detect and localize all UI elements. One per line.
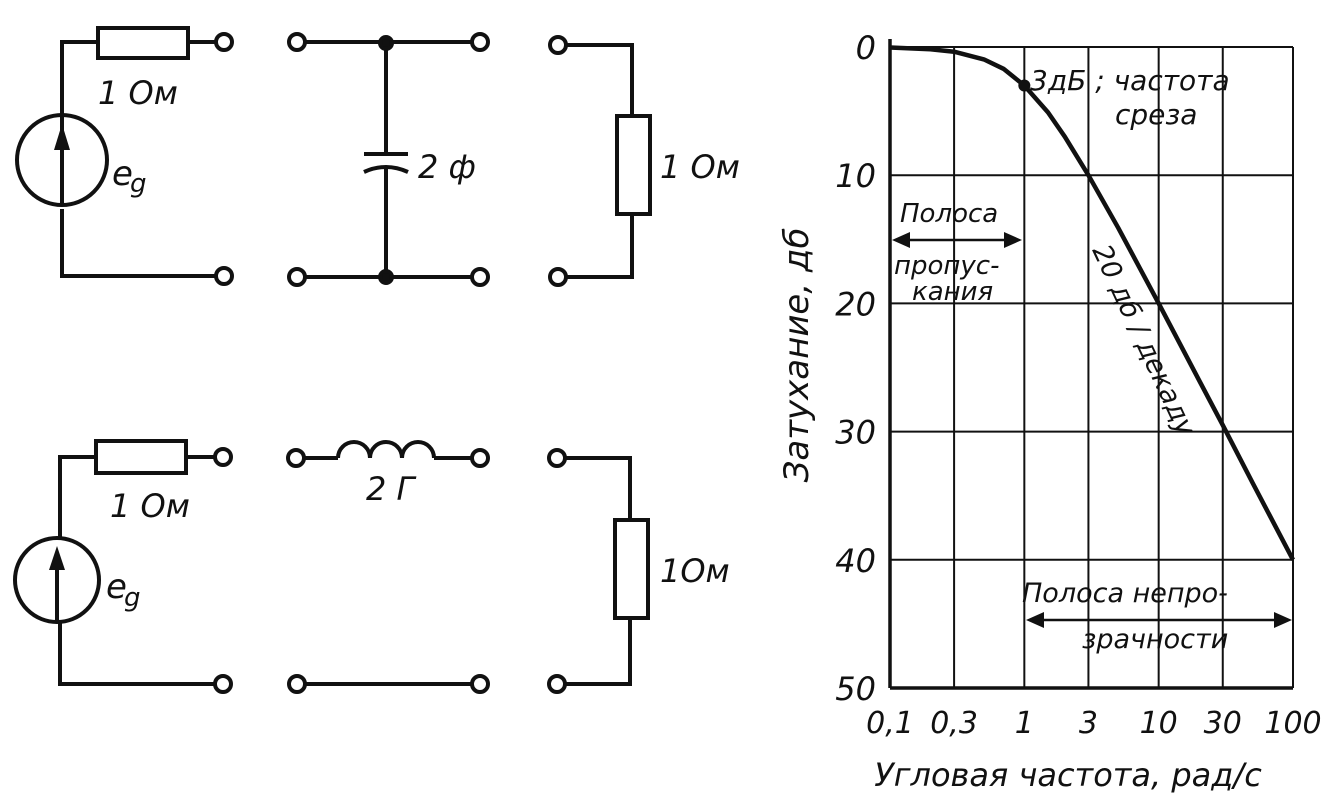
- wire: [58, 455, 96, 540]
- x-tick-label: 30: [1204, 706, 1242, 741]
- wire: [60, 40, 98, 143]
- source-symbol: [13, 536, 101, 624]
- terminal: [470, 32, 490, 52]
- load-resistor-symbol: [613, 518, 650, 620]
- terminal: [287, 32, 307, 52]
- attenuation-chart: 0,1 0,3 1 3 10 30 100 0 10 20 30 40 50 3дБ ; частот…: [777, 29, 1322, 794]
- source-label: e: [112, 154, 133, 194]
- passband-label-line2: пропус-: [894, 251, 999, 281]
- chart-annotations: [892, 232, 1292, 628]
- terminal: [547, 674, 567, 694]
- load-resistor-symbol: [615, 114, 652, 216]
- cutoff-annotation-line2: среза: [1115, 98, 1197, 131]
- x-tick-label: 0,1: [866, 706, 914, 741]
- load-resistor-label: 1 Ом: [660, 148, 740, 186]
- terminal: [213, 674, 233, 694]
- y-tick-label: 0: [856, 29, 876, 67]
- wire: [566, 618, 632, 686]
- source-arrow-head: [54, 124, 70, 150]
- terminal: [287, 267, 307, 287]
- terminal: [548, 267, 568, 287]
- inductor-coil: [336, 440, 436, 459]
- source-subscript: g: [124, 583, 141, 613]
- wire: [58, 622, 223, 686]
- circuit-top-labels: 1 Ом e g 2 ф 1 Ом: [98, 74, 740, 199]
- stopband-label-line2: зрачности: [1082, 624, 1228, 655]
- x-tick-label: 1: [1015, 706, 1034, 741]
- series-resistor-label: 1 Ом: [98, 74, 178, 112]
- y-tick-label: 20: [835, 285, 876, 323]
- y-axis-title: Затухание, дб: [777, 228, 817, 483]
- terminal: [548, 35, 568, 55]
- load-resistor-label: 1Ом: [660, 552, 730, 590]
- stopband-label-line1: Полоса непро-: [1022, 578, 1228, 609]
- y-tick-labels: 0 10 20 30 40 50: [835, 29, 876, 708]
- junction-dot: [378, 269, 394, 285]
- x-tick-labels: 0,1 0,3 1 3 10 30 100: [866, 706, 1321, 741]
- y-tick-label: 30: [835, 414, 876, 452]
- junction-dot: [378, 35, 394, 51]
- terminal: [287, 674, 307, 694]
- circuit-bottom-labels: 1 Ом e g 2 Г 1Ом: [106, 470, 730, 613]
- passband-arrowhead-left: [892, 232, 910, 248]
- chart-grid: [889, 46, 1294, 689]
- cutoff-point-marker: [1018, 79, 1031, 92]
- x-tick-label: 100: [1264, 706, 1321, 741]
- resistor-symbol: [96, 26, 190, 60]
- circuit-top: [15, 26, 652, 287]
- source-arrow-head: [49, 546, 65, 570]
- inductor-label: 2 Г: [366, 470, 417, 508]
- passband-label-line1: Полоса: [900, 199, 998, 229]
- x-tick-label: 10: [1140, 706, 1178, 741]
- x-tick-label: 3: [1079, 706, 1098, 741]
- x-axis-title: Угловая частота, рад/с: [874, 756, 1262, 794]
- passband-arrowhead-right: [1004, 232, 1022, 248]
- cutoff-annotation-line1: 3дБ ; частота: [1030, 64, 1230, 97]
- terminal: [214, 32, 234, 52]
- y-tick-label: 10: [835, 157, 876, 195]
- y-tick-label: 50: [835, 670, 876, 708]
- capacitor-plate-curved: [363, 165, 409, 174]
- wire: [566, 43, 634, 116]
- terminal: [470, 674, 490, 694]
- wire: [566, 456, 632, 520]
- chart-series: [889, 45, 1295, 561]
- terminal: [547, 448, 567, 468]
- series-resistor-label: 1 Ом: [110, 487, 190, 525]
- chart-axes: [888, 39, 1293, 690]
- x-tick-label: 0,3: [930, 706, 978, 741]
- wire: [60, 209, 223, 278]
- slope-label: 20 дб / декаду: [1086, 240, 1202, 442]
- terminal: [286, 448, 306, 468]
- terminal: [214, 266, 234, 286]
- terminal: [213, 447, 233, 467]
- source-subscript: g: [130, 169, 147, 199]
- terminal: [470, 267, 490, 287]
- passband-label-line3: кания: [912, 277, 993, 307]
- terminal: [470, 448, 490, 468]
- circuit-bottom: [13, 439, 650, 694]
- y-tick-label: 40: [835, 542, 876, 580]
- capacitor-label: 2 ф: [418, 148, 476, 186]
- wire: [566, 214, 634, 279]
- stopband-arrowhead-left: [1026, 612, 1044, 628]
- source-label: e: [106, 567, 127, 607]
- resistor-symbol: [94, 439, 188, 475]
- stopband-arrowhead-right: [1274, 612, 1292, 628]
